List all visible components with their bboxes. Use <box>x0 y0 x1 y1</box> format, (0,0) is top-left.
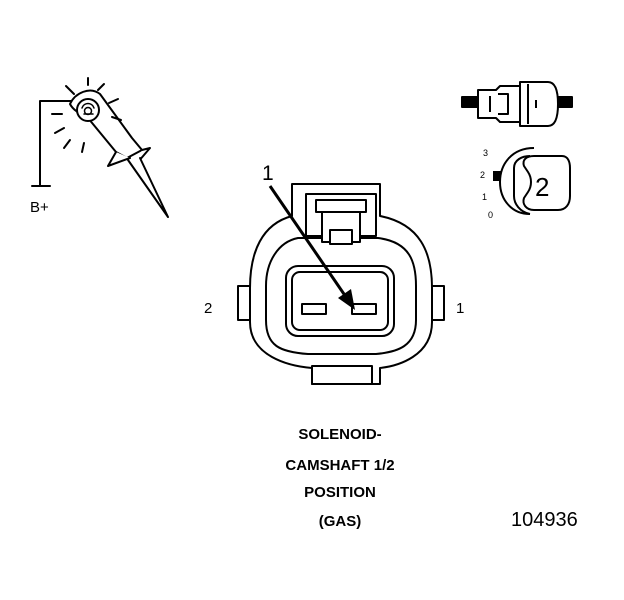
connector-side-view-icon <box>461 81 573 127</box>
selector-position: 2 <box>535 172 550 202</box>
callout-number: 1 <box>262 162 274 185</box>
b-plus-label: B+ <box>30 199 49 216</box>
test-probe-icon <box>31 89 169 218</box>
figure-number: 104936 <box>511 509 578 531</box>
caption-line-4: (GAS) <box>318 513 362 530</box>
selector-knob-icon <box>493 147 571 215</box>
pin-label-right: 1 <box>456 300 465 317</box>
scale-mark-0: 0 <box>488 210 494 220</box>
connector-face <box>237 183 445 385</box>
caption-line-2: CAMSHAFT 1/2 <box>285 457 395 474</box>
scale-mark-2: 2 <box>480 170 486 180</box>
terminal-2 <box>301 303 327 315</box>
scale-mark-3: 3 <box>483 148 489 158</box>
terminal-1 <box>351 303 377 315</box>
light-ray-icon <box>51 77 122 153</box>
pin-label-left: 2 <box>204 300 213 317</box>
caption-line-1: SOLENOID- <box>298 426 382 443</box>
callout-arrow-icon <box>268 185 355 310</box>
scale-mark-1: 1 <box>482 192 488 202</box>
caption-line-3: POSITION <box>304 484 376 501</box>
